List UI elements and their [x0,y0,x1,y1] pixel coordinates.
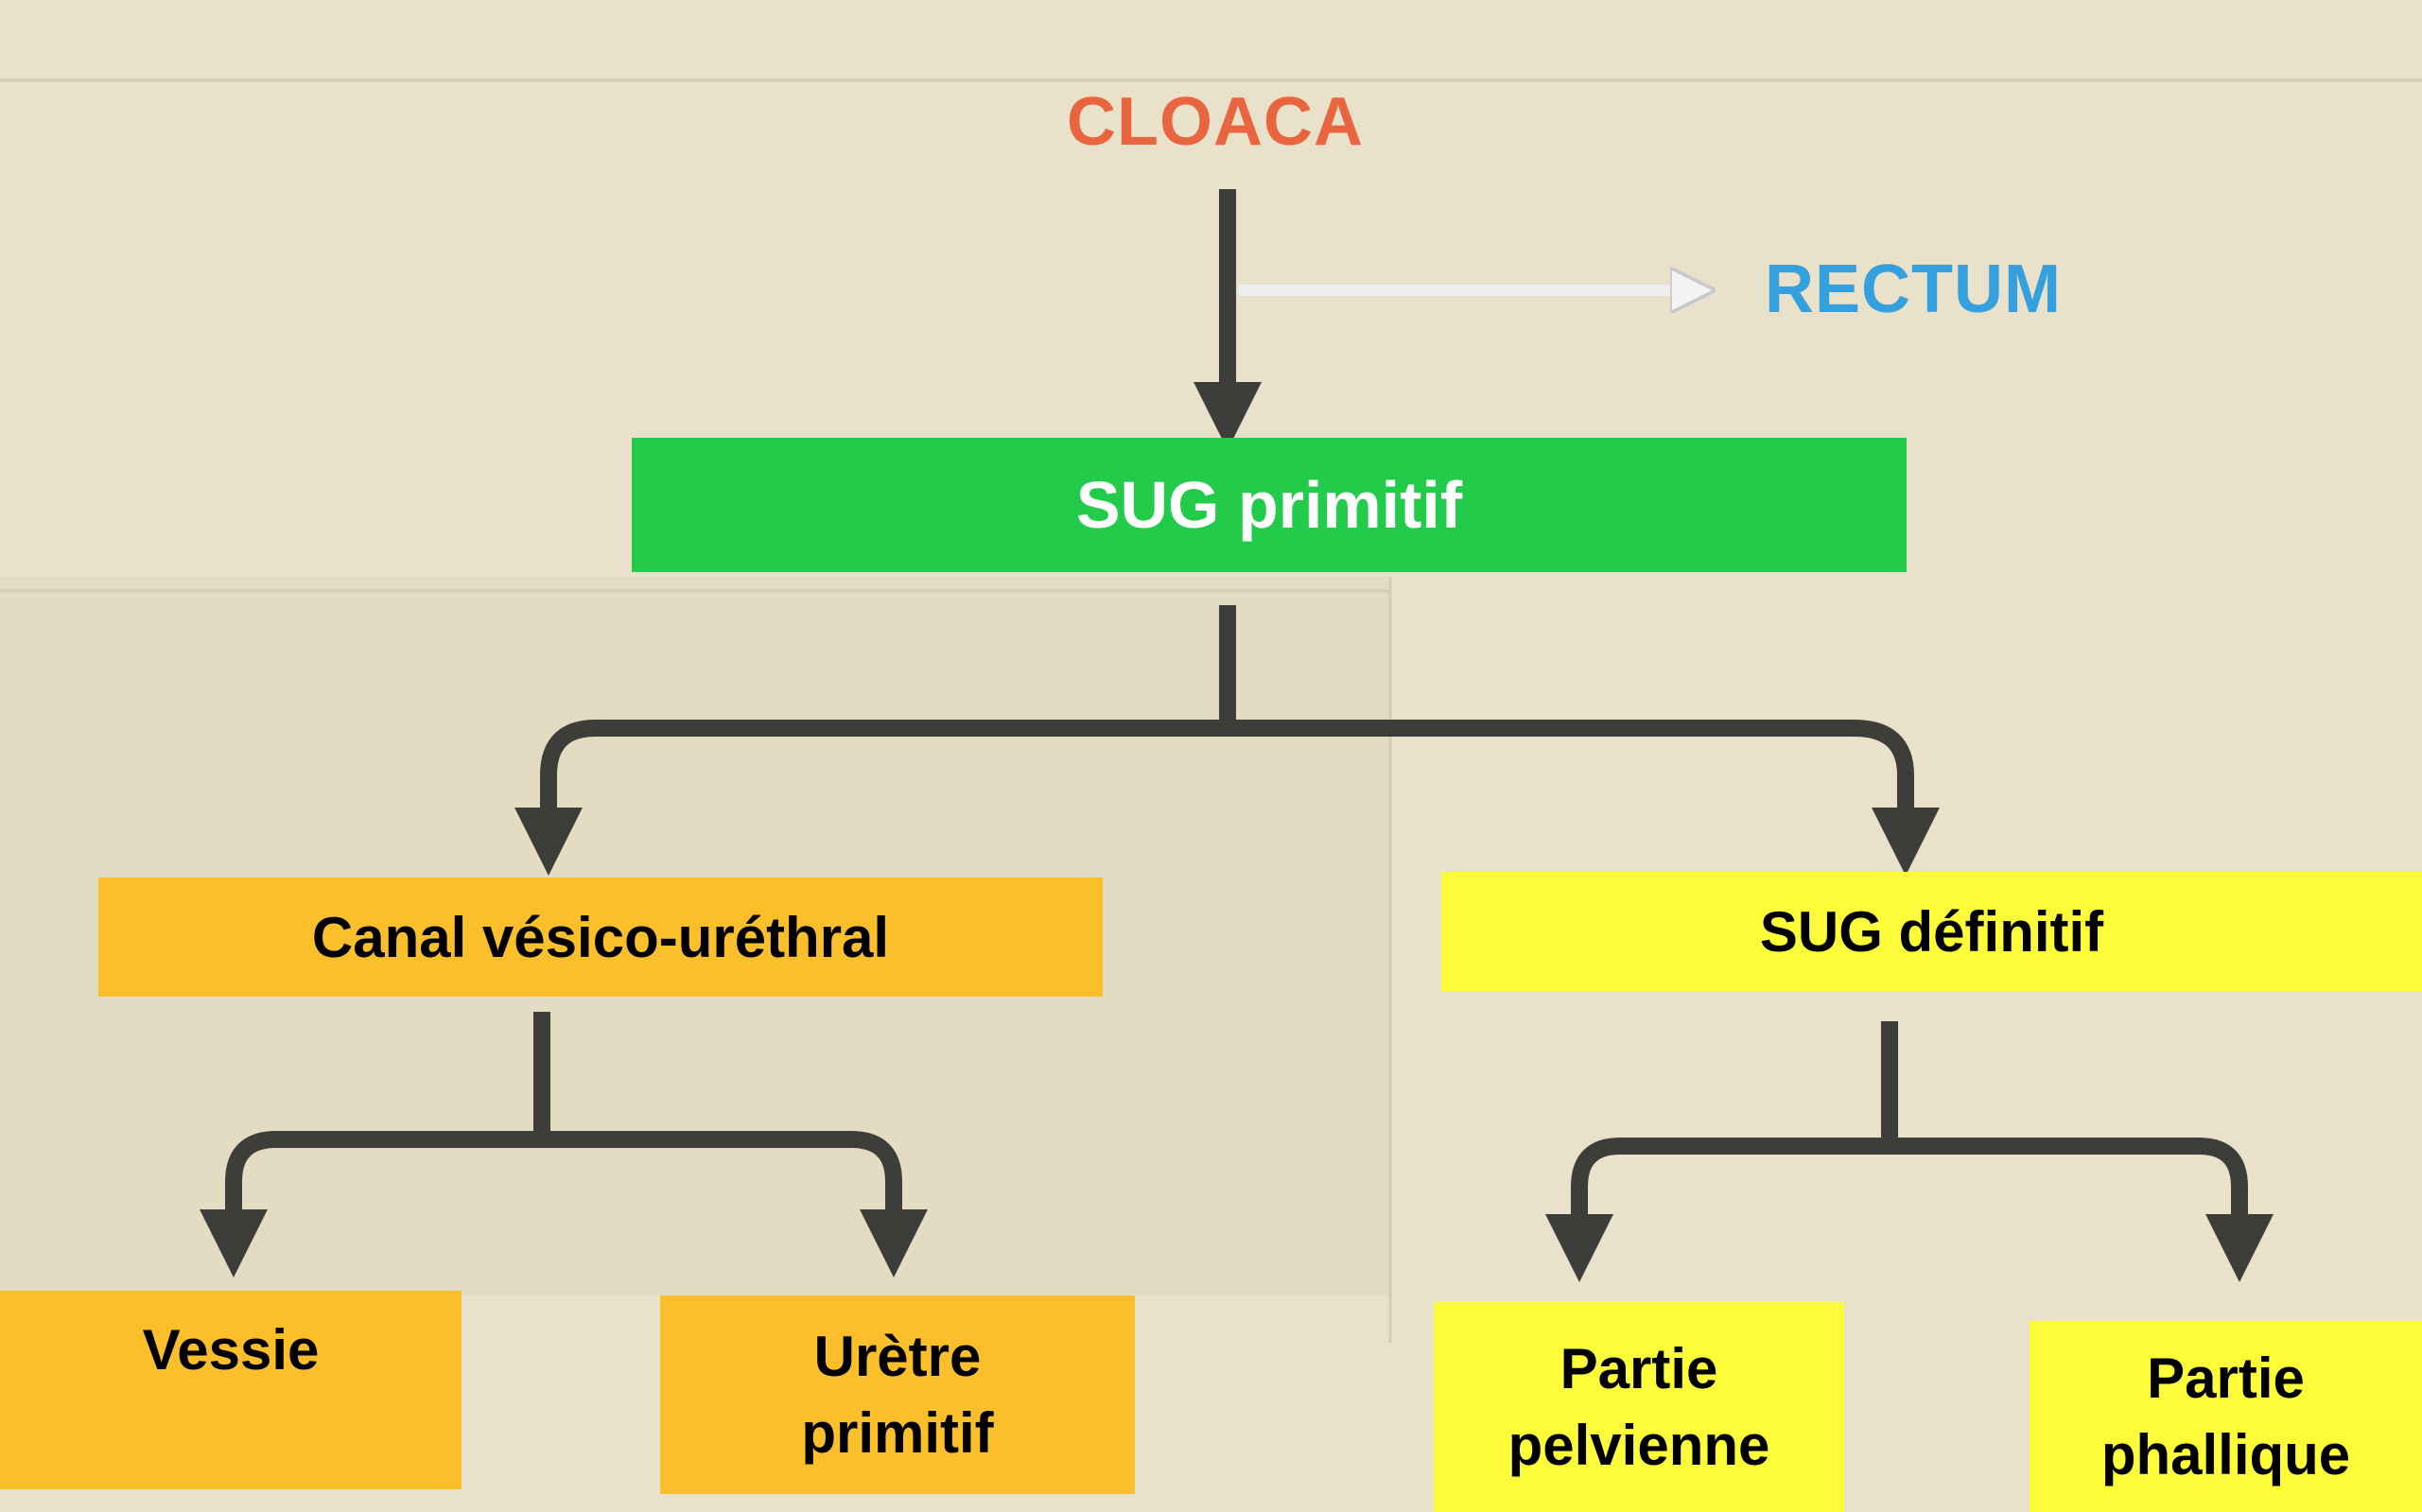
canal-vesico-urethral-box: Canal vésico-uréthral [98,878,1103,997]
partie-phallique-line1: Partie [2147,1347,2305,1410]
partie-pelvienne-line2: pelvienne [1507,1414,1770,1477]
partie-pelvienne-box: Partie pelvienne [1434,1302,1844,1512]
partie-phallique-line2: phallique [2100,1423,2351,1486]
partie-phallique-box: Partie phallique [2030,1321,2422,1512]
fork-canal-vesico-urethral [225,1012,902,1229]
vessie-box: Vessie [0,1291,462,1489]
sug-primitif-label: SUG primitif [1075,468,1463,542]
uretre-primitif-box: Urètre primitif [660,1295,1135,1494]
canal-vesico-urethral-label: Canal vésico-uréthral [311,905,890,969]
uretre-primitif-line1: Urètre [813,1325,982,1388]
fork-sug-primitif [540,605,1914,832]
rectum-label: RECTUM [1765,252,2062,327]
sug-definitif-label: SUG définitif [1759,899,2104,964]
partie-pelvienne-line1: Partie [1559,1337,1718,1400]
uretre-primitif-line2: primitif [801,1401,994,1465]
vessie-label: Vessie [142,1318,320,1382]
cloaca-label: CLOACA [1067,84,1364,160]
sug-primitif-box: SUG primitif [632,438,1907,572]
sug-definitif-box: SUG définitif [1441,872,2422,991]
fork-sug-definitif [1571,1021,2248,1234]
